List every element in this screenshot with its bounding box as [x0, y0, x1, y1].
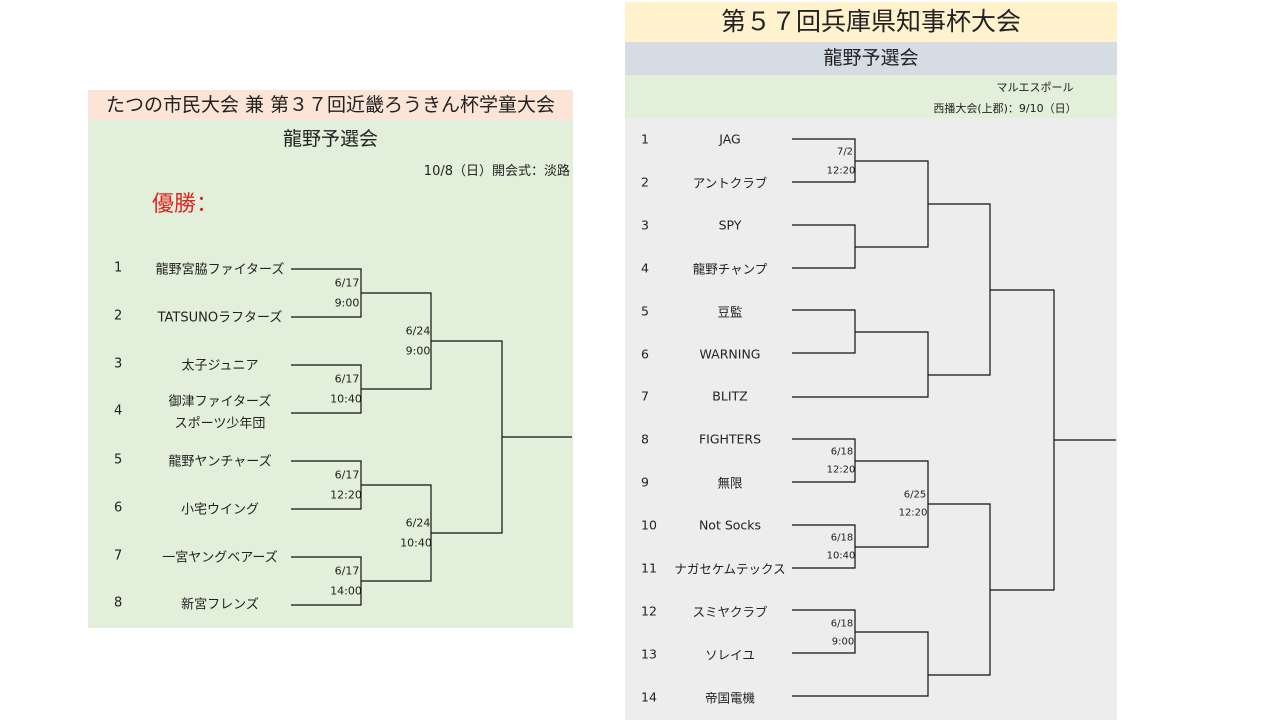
- bracket-connector: [792, 331, 929, 398]
- match-time: 10:40: [330, 392, 362, 406]
- seed-number: 6: [641, 346, 649, 361]
- team-name-line2: スポーツ少年団: [174, 416, 266, 432]
- match-date: 6/17: [334, 276, 360, 290]
- match-time: 10:40: [400, 536, 432, 550]
- seed-number: 1: [641, 131, 649, 147]
- bracket-connector: [855, 160, 929, 248]
- bracket-connector: [792, 524, 856, 569]
- team-name: BLITZ: [712, 388, 748, 404]
- match-date: 6/17: [334, 468, 360, 482]
- team-name: 豆監: [717, 304, 743, 320]
- match-date: 6/17: [334, 372, 360, 386]
- team-name: アントクラブ: [692, 175, 768, 191]
- team-name: 一宮ヤングベアーズ: [162, 550, 278, 566]
- match-time: 12:20: [898, 507, 928, 519]
- bracket-connector: [361, 484, 432, 582]
- right-bracket-subtitle: 龍野予選会: [625, 42, 1117, 75]
- venue-label: マルエスポール: [996, 81, 1074, 94]
- team-name: 無限: [717, 475, 743, 491]
- team-name: 龍野ヤンチャーズ: [168, 454, 272, 470]
- seed-number: 7: [641, 388, 649, 404]
- seed-number: 6: [114, 500, 123, 516]
- bracket-connector: [792, 224, 856, 269]
- match-date: 6/18: [830, 532, 854, 544]
- seed-number: 13: [641, 646, 657, 662]
- match-date: 6/25: [903, 489, 927, 501]
- seed-number: 8: [114, 595, 123, 611]
- team-name: JAG: [719, 131, 741, 147]
- tournament-date-label: 西播大会(上郡)：9/10（日）: [933, 102, 1077, 115]
- match-time: 9:00: [334, 296, 360, 310]
- match-time: 12:20: [826, 464, 856, 476]
- seed-number: 3: [114, 356, 123, 372]
- seed-number: 2: [114, 308, 123, 324]
- seed-number: 2: [641, 174, 649, 190]
- team-name: Not Socks: [698, 517, 762, 533]
- team-name: 新宮フレンズ: [181, 597, 259, 613]
- seed-number: 3: [641, 217, 649, 233]
- seed-number: 5: [114, 452, 123, 468]
- winner-label: 優勝：: [152, 192, 219, 217]
- seed-number: 7: [114, 548, 123, 564]
- match-date: 6/17: [334, 564, 360, 578]
- team-name: ナガセケムテックス: [674, 561, 786, 577]
- seed-number: 5: [641, 303, 649, 319]
- left-bracket-subtitle: 龍野予選会: [282, 128, 378, 150]
- bracket-connector: [792, 309, 856, 354]
- bracket-connector: [928, 203, 991, 376]
- bracket-connector: [431, 340, 503, 534]
- team-name: 太子ジュニア: [181, 358, 259, 374]
- seed-number: 11: [641, 560, 657, 576]
- seed-number: 1: [114, 260, 123, 276]
- match-time: 12:20: [826, 165, 856, 177]
- seed-number: 9: [641, 474, 649, 490]
- left-bracket-title: たつの市民大会 兼 第３７回近畿ろうきん杯学童大会: [88, 90, 573, 120]
- team-name: TATSUNOラフターズ: [157, 310, 283, 326]
- team-name: WARNING: [699, 346, 761, 361]
- match-date: 6/18: [830, 618, 854, 630]
- team-name: 小宅ウイング: [180, 502, 260, 518]
- bracket-connector: [792, 631, 929, 697]
- seed-number: 10: [641, 517, 657, 533]
- bracket-connector: [291, 556, 362, 606]
- bracket-connector: [990, 289, 1055, 591]
- left-bracket-info: 10/8（日）開会式：淡路: [423, 164, 570, 179]
- team-name: スミヤクラブ: [692, 604, 768, 620]
- bracket-connector: [291, 268, 362, 318]
- seed-number: 4: [641, 260, 649, 276]
- match-date: 6/24: [405, 516, 431, 530]
- bracket-connector: [291, 460, 362, 510]
- seed-number: 8: [641, 431, 649, 447]
- team-name: FIGHTERS: [698, 431, 762, 447]
- seed-number: 14: [641, 689, 657, 705]
- match-time: 14:00: [330, 584, 362, 598]
- right-info-band: [625, 75, 1117, 118]
- match-time: 9:00: [405, 344, 431, 358]
- team-name: SPY: [718, 217, 742, 233]
- bracket-connector: [928, 503, 991, 676]
- bracket-connector: [792, 609, 856, 654]
- match-date: 6/24: [405, 324, 431, 338]
- match-date: 6/18: [830, 446, 854, 458]
- team-name: 龍野チャンプ: [692, 261, 768, 277]
- bracket-connector: [855, 460, 929, 548]
- team-name: 龍野宮脇ファイターズ: [155, 262, 285, 278]
- bracket-connector: [792, 138, 856, 183]
- bracket-connector: [291, 364, 362, 414]
- right-bracket-title: 第５７回兵庫県知事杯大会: [625, 2, 1117, 42]
- seed-number: 12: [641, 603, 657, 619]
- right-bracket-panel: [625, 118, 1117, 720]
- bracket-connector: [792, 438, 856, 483]
- team-name: ソレイユ: [705, 647, 755, 663]
- match-time: 9:00: [831, 636, 855, 648]
- left-bracket-panel: [88, 90, 573, 628]
- match-time: 12:20: [330, 488, 362, 502]
- team-name: 御津ファイターズ: [168, 394, 272, 410]
- match-time: 10:40: [826, 550, 856, 562]
- match-date: 7/2: [836, 146, 854, 158]
- team-name: 帝国電機: [704, 690, 756, 706]
- bracket-connector: [361, 292, 432, 390]
- seed-number: 4: [114, 403, 123, 419]
